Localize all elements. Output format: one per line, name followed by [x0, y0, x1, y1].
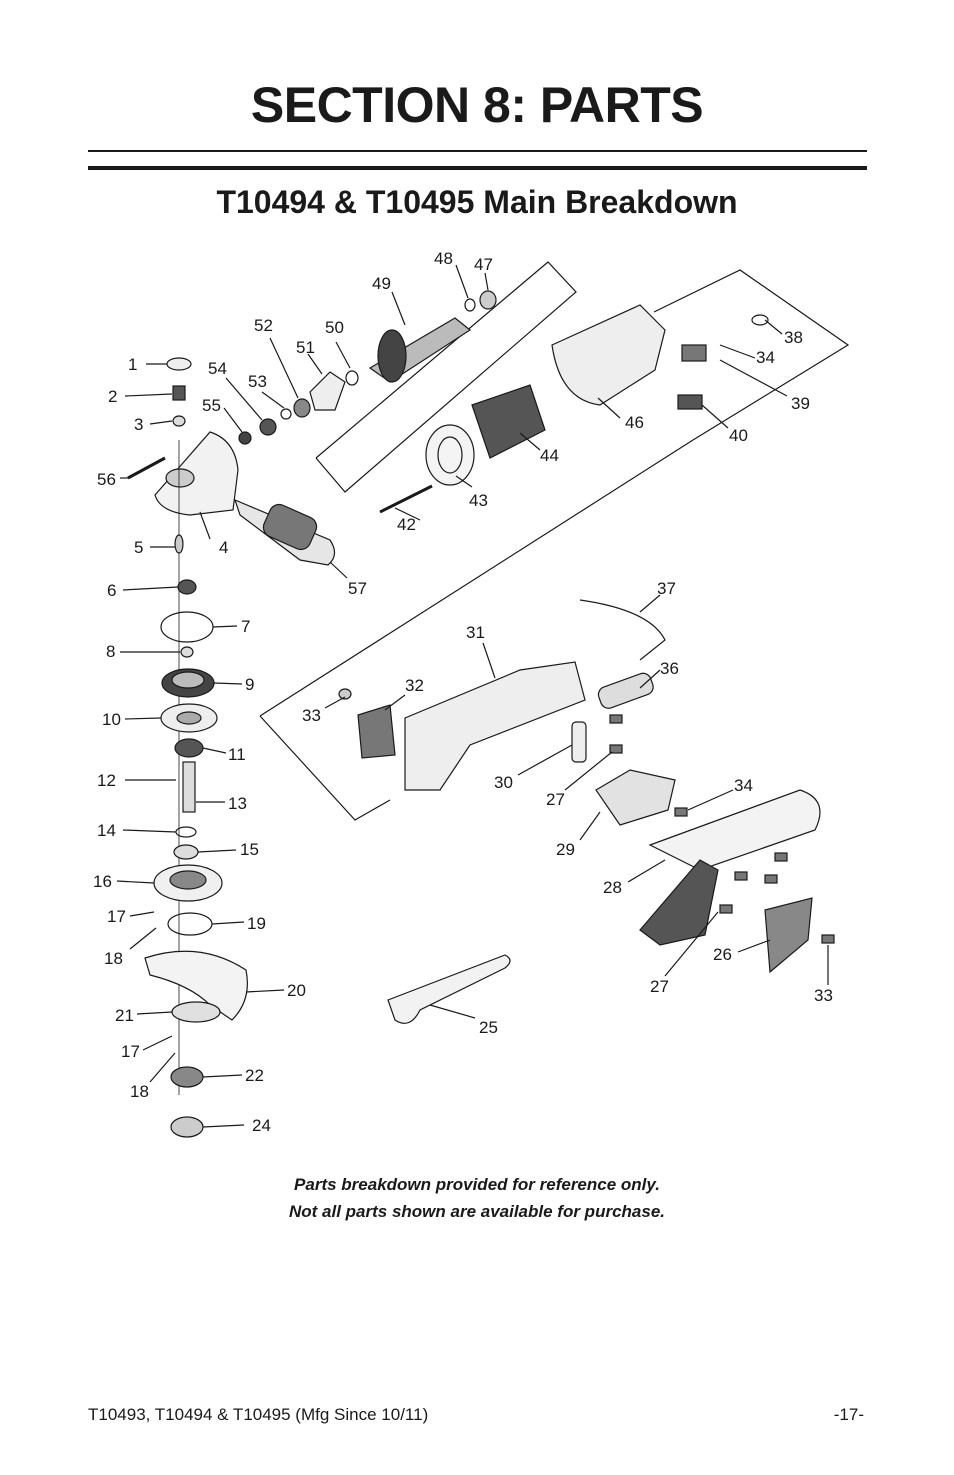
callout-52: 52: [254, 316, 273, 335]
callout-38: 38: [784, 328, 803, 347]
callout-13: 13: [228, 794, 247, 813]
section-title: SECTION 8: PARTS: [250, 77, 704, 133]
callout-53: 53: [248, 372, 267, 391]
callout-28: 28: [603, 878, 622, 897]
callout-17b: 17: [121, 1042, 140, 1061]
callout-3: 3: [134, 415, 143, 434]
reference-note-line2: Not all parts shown are available for pu…: [288, 1202, 665, 1221]
callout-21: 21: [115, 1006, 134, 1025]
callout-27: 27: [650, 977, 669, 996]
callout-1: 1: [128, 355, 137, 374]
callout-26: 26: [713, 945, 732, 964]
reference-note-line1: Parts breakdown provided for reference o…: [294, 1175, 660, 1194]
callout-15: 15: [240, 840, 259, 859]
callout-44: 44: [540, 446, 559, 465]
callout-49: 49: [372, 274, 391, 293]
callout-10: 10: [102, 710, 121, 729]
callout-27b: 27: [546, 790, 565, 809]
title-rule-thin: [88, 150, 867, 152]
callout-33b: 33: [814, 986, 833, 1005]
callout-34: 34: [734, 776, 753, 795]
callout-8: 8: [106, 642, 115, 661]
callout-54: 54: [208, 359, 227, 378]
callout-57: 57: [348, 579, 367, 598]
callout-19: 19: [247, 914, 266, 933]
callout-31: 31: [466, 623, 485, 642]
callout-29: 29: [556, 840, 575, 859]
callout-25: 25: [479, 1018, 498, 1037]
callout-18b: 18: [130, 1082, 149, 1101]
callout-33: 33: [302, 706, 321, 725]
callout-4: 4: [219, 538, 228, 557]
callout-37: 37: [657, 579, 676, 598]
callout-36: 36: [660, 659, 679, 678]
callout-30: 30: [494, 773, 513, 792]
callout-39: 39: [791, 394, 810, 413]
callout-43: 43: [469, 491, 488, 510]
breakdown-title: T10494 & T10495 Main Breakdown: [216, 184, 738, 220]
callout-46: 46: [625, 413, 644, 432]
callout-20: 20: [287, 981, 306, 1000]
callout-50: 50: [325, 318, 344, 337]
part-callouts: 1 2 3 4 5 6 7 8 9 10 11 12 13 14 15 16 1…: [93, 249, 833, 1135]
callout-14: 14: [97, 821, 116, 840]
callout-5: 5: [134, 538, 143, 557]
callout-56: 56: [97, 470, 116, 489]
callout-22: 22: [245, 1066, 264, 1085]
callout-47: 47: [474, 255, 493, 274]
footer-models: T10493, T10494 & T10495 (Mfg Since 10/11…: [88, 1405, 429, 1424]
callout-9: 9: [245, 675, 254, 694]
callout-24: 24: [252, 1116, 271, 1135]
callout-32: 32: [405, 676, 424, 695]
callout-51: 51: [296, 338, 315, 357]
callout-48: 48: [434, 249, 453, 268]
callout-16: 16: [93, 872, 112, 891]
title-rule-thick: [88, 166, 867, 170]
callout-17: 17: [107, 907, 126, 926]
footer-page-number: -17-: [833, 1405, 864, 1424]
callout-12: 12: [97, 771, 116, 790]
callout-11: 11: [228, 745, 246, 764]
callout-42: 42: [397, 515, 416, 534]
callout-55: 55: [202, 396, 221, 415]
callout-18: 18: [104, 949, 123, 968]
callout-34b: 34: [756, 348, 775, 367]
callout-6: 6: [107, 581, 116, 600]
callout-7: 7: [241, 617, 250, 636]
callout-40: 40: [729, 426, 748, 445]
callout-2: 2: [108, 387, 117, 406]
